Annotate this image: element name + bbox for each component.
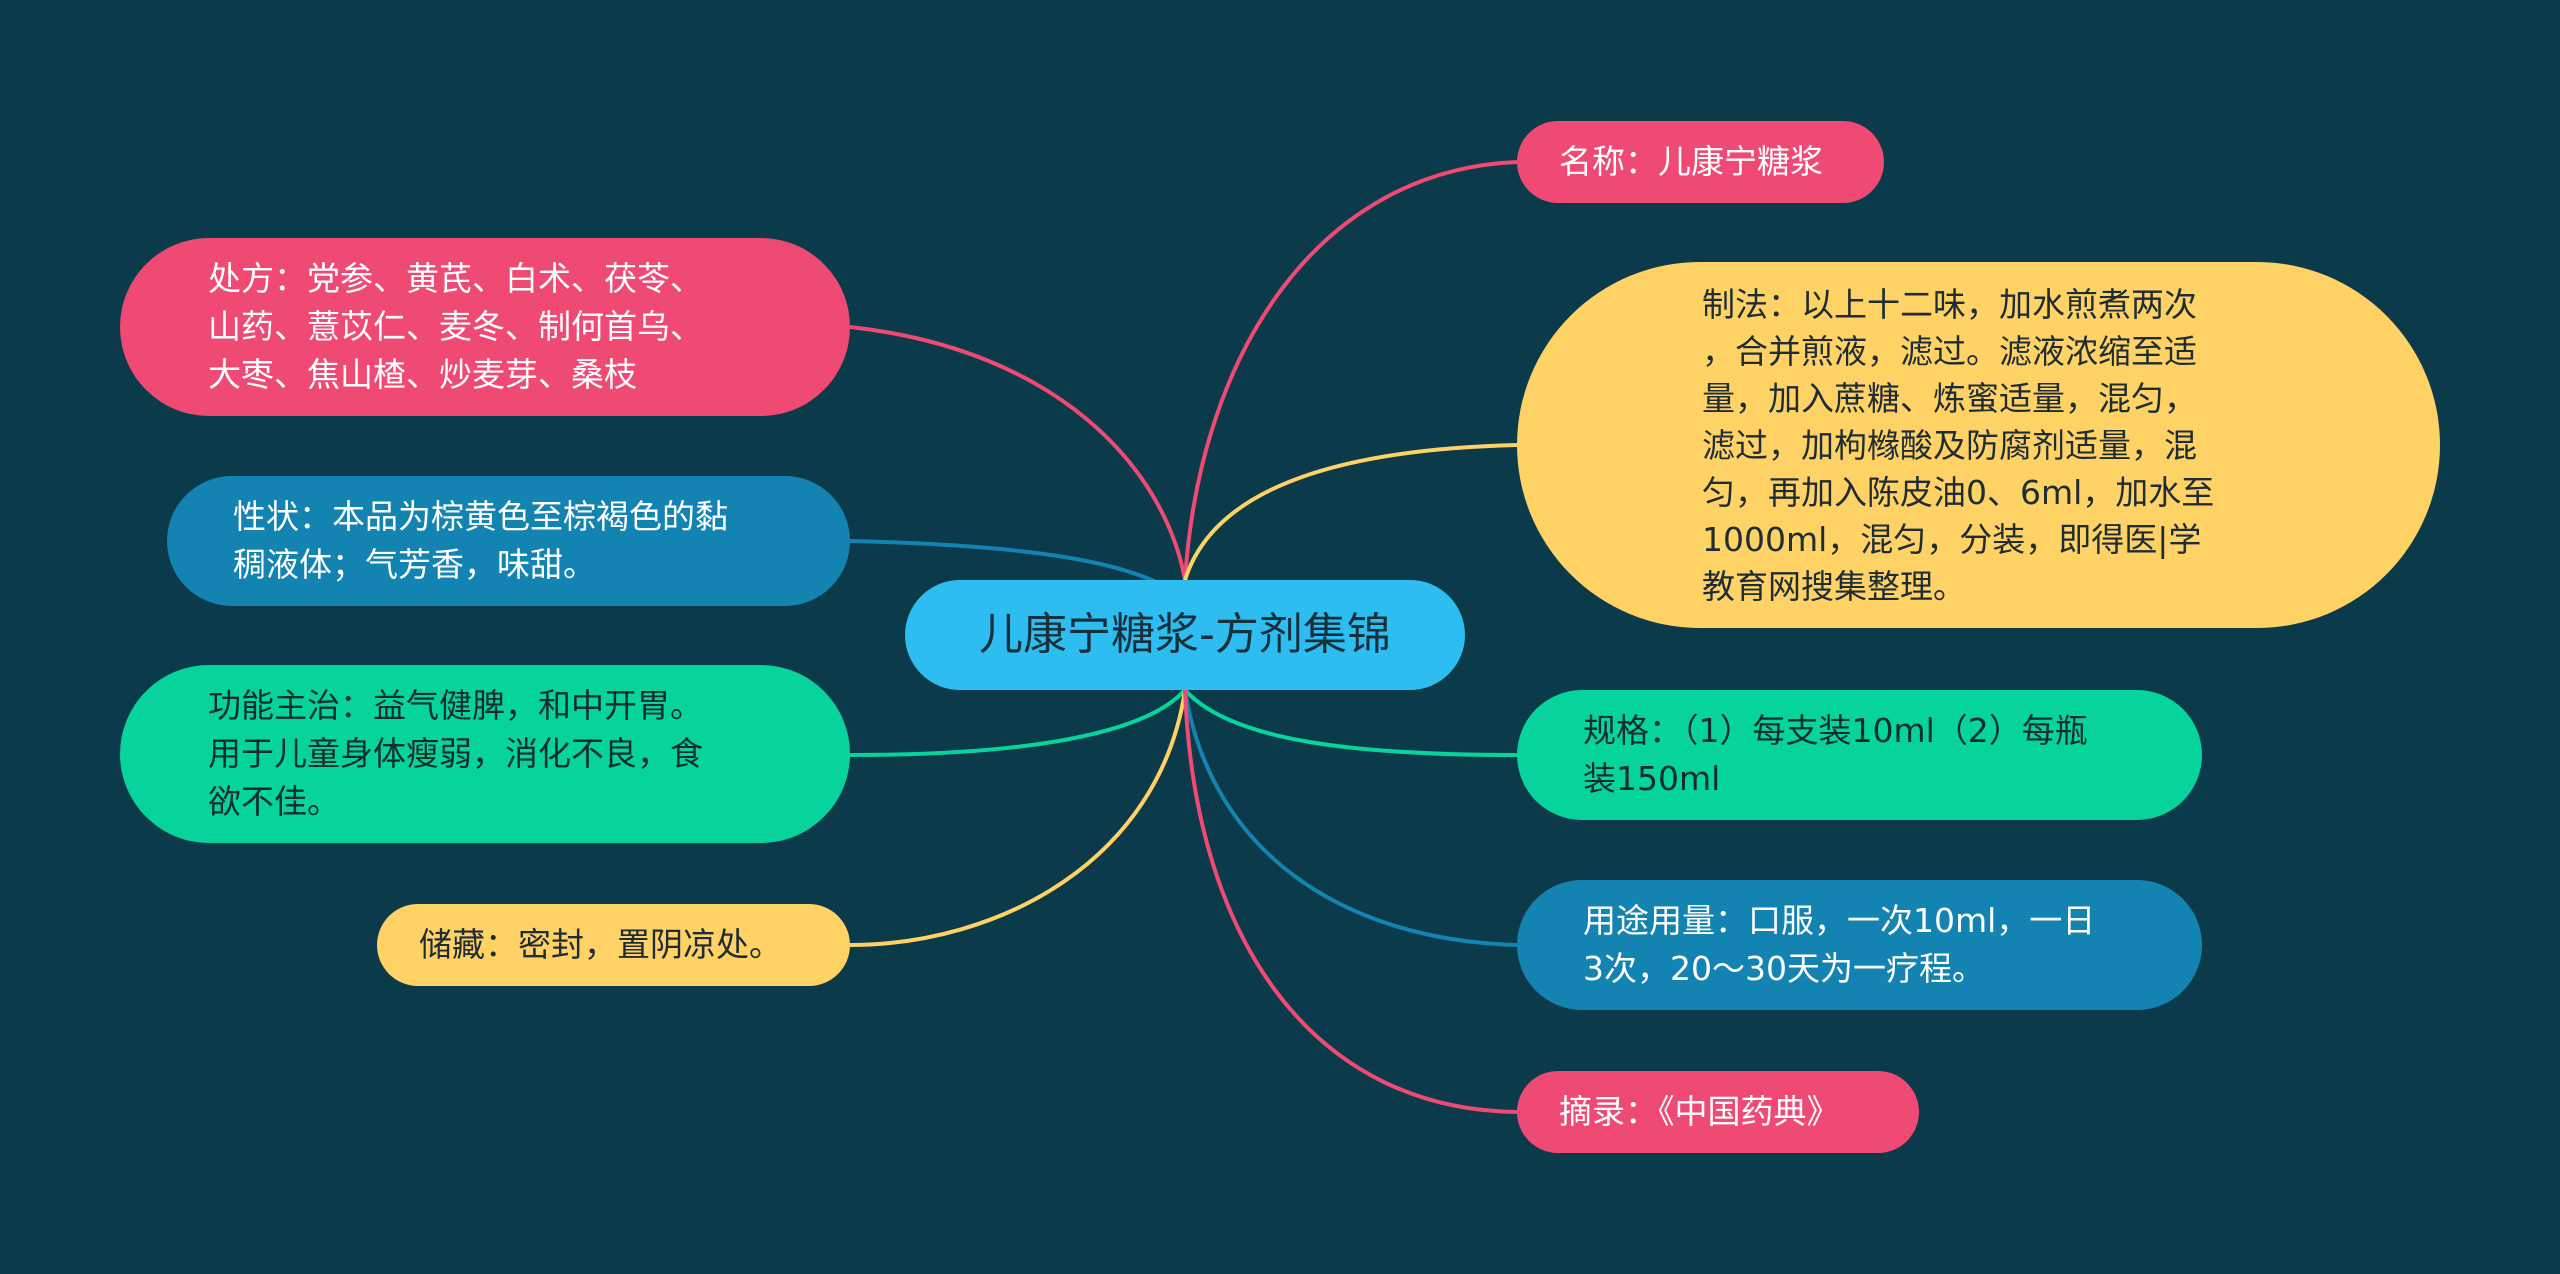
node-yongtu[interactable]: 用途用量：口服，一次10ml，一日 3次，20～30天为一疗程。 xyxy=(1517,880,2202,1010)
connector-chufang xyxy=(849,325,1187,581)
node-guige[interactable]: 规格：（1）每支装10ml（2）每瓶 装150ml xyxy=(1517,690,2202,820)
node-zhailu[interactable]: 摘录：《中国药典》 xyxy=(1517,1071,1919,1153)
node-xingzhuang[interactable]: 性状：本品为棕黄色至棕褐色的黏 稠液体；气芳香，味甜。 xyxy=(167,476,850,606)
connector-guige xyxy=(1183,688,1518,757)
node-zhailu-label: 摘录：《中国药典》 xyxy=(1559,1092,1840,1131)
node-zhifa[interactable]: 制法：以上十二味，加水煎煮两次 ，合并煎液，滤过。滤液浓缩至适 量，加入蔗糖、炼… xyxy=(1517,262,2440,628)
connector-chucang xyxy=(849,689,1187,947)
node-xingzhuang-label: 性状：本品为棕黄色至棕褐色的黏 稠液体；气芳香，味甜。 xyxy=(233,497,728,584)
root-node[interactable]: 儿康宁糖浆-方剂集锦 xyxy=(905,580,1465,690)
node-chufang[interactable]: 处方：党参、黄芪、白术、茯苓、 山药、薏苡仁、麦冬、制何首乌、 大枣、焦山楂、炒… xyxy=(120,238,850,416)
node-gongneng-label: 功能主治：益气健脾，和中开胃。 用于儿童身体瘦弱，消化不良，食 欲不佳。 xyxy=(208,686,703,821)
node-chucang-label: 储藏：密封，置阴凉处。 xyxy=(419,925,782,964)
connector-zhifa xyxy=(1183,443,1518,581)
root-label: 儿康宁糖浆-方剂集锦 xyxy=(979,609,1391,660)
connector-mingcheng xyxy=(1183,160,1518,581)
connector-yongtu xyxy=(1183,689,1518,947)
node-guige-label: 规格：（1）每支装10ml（2）每瓶 装150ml xyxy=(1583,711,2088,798)
connector-gongneng xyxy=(849,688,1187,757)
node-mingcheng[interactable]: 名称：儿康宁糖浆 xyxy=(1517,121,1884,203)
node-zhifa-label: 制法：以上十二味，加水煎煮两次 ，合并煎液，滤过。滤液浓缩至适 量，加入蔗糖、炼… xyxy=(1702,284,2215,606)
node-yongtu-label: 用途用量：口服，一次10ml，一日 3次，20～30天为一疗程。 xyxy=(1583,901,2096,988)
node-gongneng[interactable]: 功能主治：益气健脾，和中开胃。 用于儿童身体瘦弱，消化不良，食 欲不佳。 xyxy=(120,665,850,843)
connector-zhailu xyxy=(1183,689,1518,1114)
node-chufang-label: 处方：党参、黄芪、白术、茯苓、 山药、薏苡仁、麦冬、制何首乌、 大枣、焦山楂、炒… xyxy=(208,259,703,394)
node-chucang[interactable]: 储藏：密封，置阴凉处。 xyxy=(377,904,850,986)
node-mingcheng-label: 名称：儿康宁糖浆 xyxy=(1559,142,1823,181)
